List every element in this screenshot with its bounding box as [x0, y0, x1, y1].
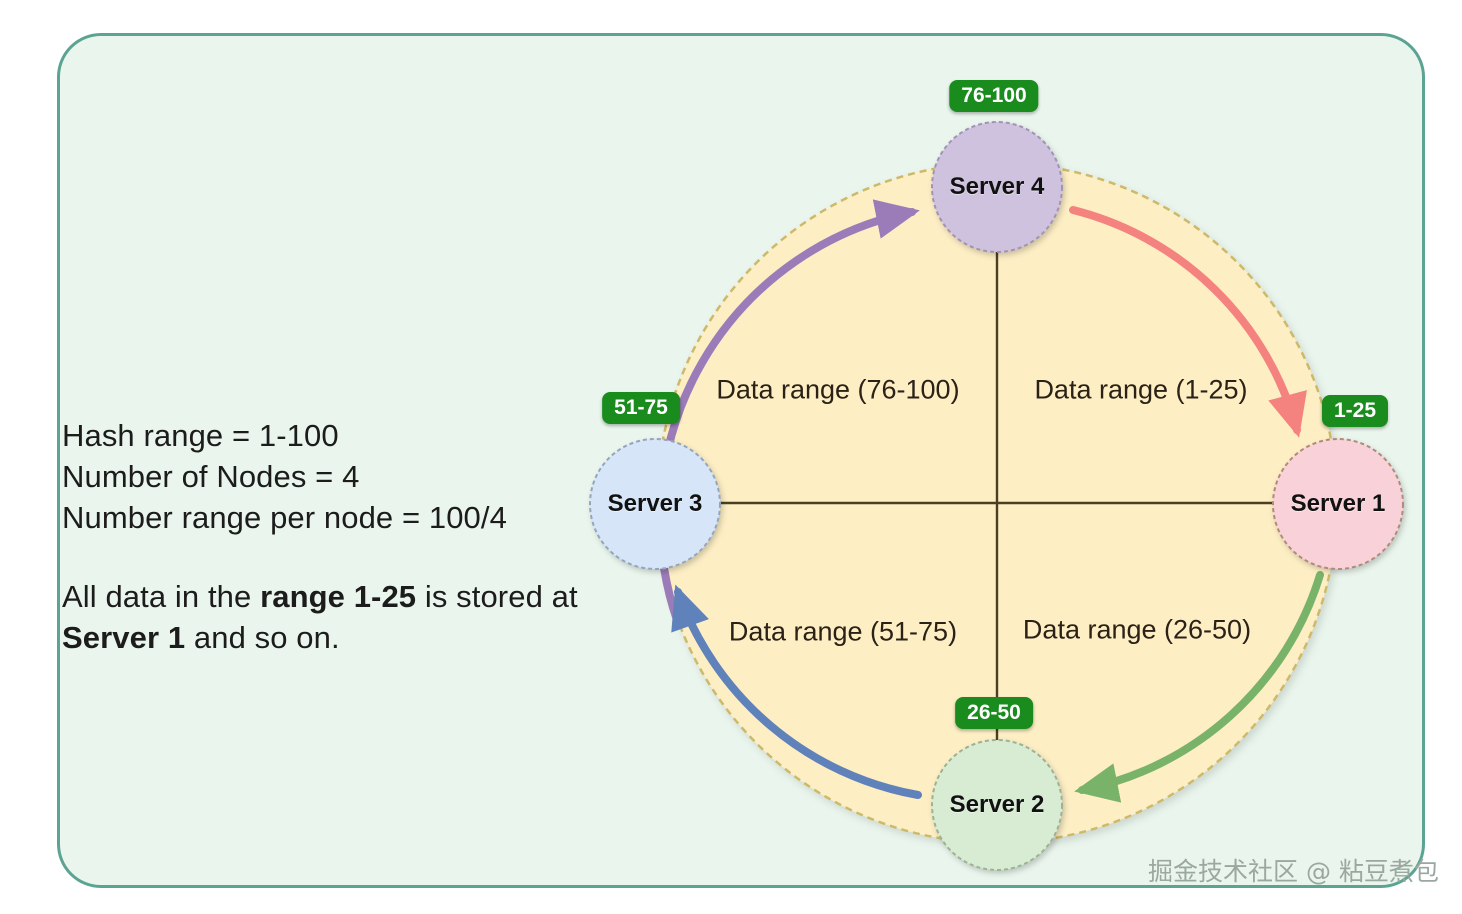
- server-3-range-badge: 51-75: [602, 392, 680, 424]
- server-3-node[interactable]: [589, 438, 721, 570]
- storage-explanation-prefix: All data in the: [62, 579, 261, 614]
- server-2-range-badge: 26-50: [955, 697, 1033, 729]
- server-1-node[interactable]: [1272, 438, 1404, 570]
- server-1-label: Server 1: [1290, 490, 1386, 517]
- storage-explanation-bold-range: range 1-25: [260, 579, 417, 614]
- server-2-label: Server 2: [949, 791, 1045, 818]
- explanation-text: Hash range = 1-100 Number of Nodes = 4 N…: [62, 415, 642, 658]
- storage-explanation-mid: is stored at: [416, 579, 578, 614]
- arc-1-25: [1069, 206, 1307, 438]
- server-4-label: Server 4: [949, 173, 1045, 200]
- storage-explanation-suffix: and so on.: [185, 620, 340, 655]
- server-1-range-badge: 1-25: [1321, 395, 1389, 427]
- storage-explanation: All data in the range 1-25 is stored at …: [62, 576, 642, 658]
- arc-caption-51-75: Data range (51-75): [728, 616, 958, 647]
- node-count-line: Number of Nodes = 4: [62, 459, 360, 494]
- server-4-node[interactable]: [931, 121, 1063, 253]
- watermark: 掘金技术社区 @ 粘豆煮包: [1148, 857, 1439, 886]
- arc-caption-26-50: Data range (26-50): [1022, 614, 1252, 645]
- server-4-range-badge: 76-100: [949, 80, 1039, 112]
- arc-caption-1-25: Data range (1-25): [1034, 374, 1248, 405]
- arc-caption-76-100: Data range (76-100): [716, 374, 960, 405]
- arc-51-75: [671, 584, 922, 799]
- hash-range-line: Hash range = 1-100: [62, 418, 339, 453]
- range-per-node-line: Number range per node = 100/4: [62, 500, 507, 535]
- arc-26-50: [1074, 571, 1324, 803]
- storage-explanation-bold-server: Server 1: [62, 620, 186, 655]
- server-2-node[interactable]: [931, 739, 1063, 871]
- server-3-label: Server 3: [607, 490, 703, 517]
